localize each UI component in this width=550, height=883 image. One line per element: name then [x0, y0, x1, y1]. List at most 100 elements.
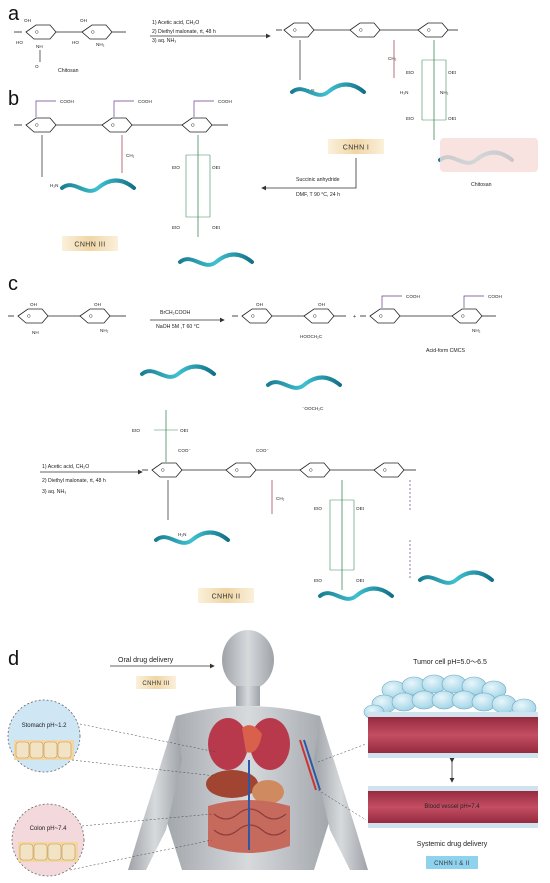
step-c-2: 2) Diethyl malonate, rt, 48 h [42, 478, 106, 484]
svg-text:EtO: EtO [314, 506, 322, 511]
oral-box-label: CNHN III [142, 681, 169, 687]
step-a-1: 1) Acetic acid, CH₂O [152, 20, 199, 26]
svg-text:OEt: OEt [212, 225, 221, 230]
svg-text:+: + [353, 314, 356, 320]
svg-text:EtO: EtO [172, 225, 180, 230]
panel-d-label: d [8, 648, 19, 670]
svg-text:COOH: COOH [218, 99, 232, 104]
conditions-b: DMF, T 90 °C, 24 h [296, 192, 340, 198]
chitosan-chain-c: OH OH NH NH₂ [8, 302, 126, 335]
tumor-label: Tumor cell pH=5.0～6.5 [413, 659, 487, 666]
panel-a-label: a [8, 3, 20, 25]
systemic-label: Systemic drug delivery [417, 841, 488, 848]
reagent-b: Succinic anhydride [296, 177, 340, 183]
svg-text:NH₂: NH₂ [472, 328, 481, 333]
human-body-illustration [128, 630, 368, 870]
conditions-c: NaOH 5M ,T 60 °C [156, 324, 200, 330]
svg-text:HO: HO [72, 40, 79, 45]
svg-text:OEt: OEt [212, 165, 221, 170]
vessel-lower [368, 788, 538, 826]
svg-text:COOH: COOH [406, 294, 420, 299]
svg-text:OEt: OEt [356, 506, 365, 511]
vessel-upper [368, 714, 538, 756]
chitosan-box-label: Chitosan [471, 182, 492, 188]
chitosan-highlight-box [440, 138, 538, 172]
colon-label: Colon pH~7.4 [30, 826, 68, 832]
tumor-vessel-panel: Tumor cell pH=5.0～6.5 Blood vessel pH=7.… [317, 659, 538, 869]
svg-text:EtO: EtO [406, 70, 414, 75]
vessel-label: Blood vessel pH=7.4 [424, 804, 480, 810]
step-a-2: 2) Diethyl malonate, rt, 48 h [152, 29, 216, 35]
svg-text:EtO: EtO [132, 428, 140, 433]
svg-text:EtO: EtO [406, 116, 414, 121]
svg-text:EtO: EtO [314, 578, 322, 583]
svg-text:OEt: OEt [180, 428, 189, 433]
svg-text:H₂N: H₂N [178, 532, 186, 537]
svg-text:H₂N: H₂N [400, 90, 408, 95]
systemic-box [426, 856, 478, 869]
svg-text:OH: OH [24, 18, 31, 23]
cnhn-1-chain-wave [290, 82, 366, 97]
cnhn-2-structure: EtO OEt COO⁻ COO⁻ ⁻OOCH₂C CH₂ EtO OEt Et… [132, 364, 494, 601]
svg-text:NH₂: NH₂ [96, 42, 105, 47]
reaction-arrow-b [261, 158, 357, 191]
panel-b: b COOH COOH COOH CH₂ EtO OEt EtO OEt H₂N [8, 88, 357, 267]
svg-text:OH: OH [30, 302, 37, 307]
svg-text:NH: NH [36, 44, 43, 49]
svg-text:OH: OH [94, 302, 101, 307]
svg-text:HOOCH₂C: HOOCH₂C [300, 334, 323, 339]
svg-text:COO⁻: COO⁻ [178, 448, 191, 453]
svg-text:COOH: COOH [488, 294, 502, 299]
reagent-c: BrCH₂COOH [160, 310, 191, 316]
acid-form-label: Acid-form CMCS [426, 348, 465, 354]
svg-text:NH: NH [32, 330, 39, 335]
colon-inset: Colon pH~7.4 [11, 803, 213, 877]
svg-text:COOH: COOH [138, 99, 152, 104]
oral-label: Oral drug delivery [118, 657, 174, 664]
svg-text:OH: OH [318, 302, 325, 307]
cnhn-3-box [62, 236, 118, 251]
svg-text:O: O [35, 64, 39, 69]
panel-a: a OH OH HO HO NH NH₂ O Chitosan 1) Aceti… [8, 3, 538, 188]
cnhn-3-structure: COOH COOH COOH CH₂ EtO OEt EtO OEt H₂N [14, 99, 232, 237]
panel-b-label: b [8, 88, 19, 110]
svg-text:CH₂: CH₂ [276, 496, 285, 501]
svg-text:NH₂: NH₂ [440, 90, 449, 95]
panel-d: d Oral drug delivery CNHN III [7, 630, 538, 877]
svg-text:OEt: OEt [448, 70, 457, 75]
cnhn-2-label: CNHN II [212, 594, 241, 601]
acid-cmcs-1: OH OH HOOCH₂C [232, 302, 346, 339]
step-c-3: 3) aq. NH₃ [42, 489, 66, 495]
svg-text:OH: OH [256, 302, 263, 307]
oral-box [136, 676, 176, 689]
panel-c: c OH OH NH NH₂ BrCH₂COOH NaOH 5M ,T 60 °… [8, 273, 502, 603]
cnhn-3-chain-wave-2 [178, 252, 254, 267]
svg-text:NH₂: NH₂ [100, 328, 109, 333]
svg-text:EtO: EtO [172, 165, 180, 170]
svg-text:COO⁻: COO⁻ [256, 448, 269, 453]
cnhn-3-label: CNHN III [74, 242, 105, 249]
svg-text:OEt: OEt [356, 578, 365, 583]
chitosan-label: Chitosan [58, 68, 79, 74]
cnhn-3-chain-wave-1 [60, 178, 136, 193]
cnhn-2-box [198, 588, 254, 603]
svg-text:CH₂: CH₂ [388, 56, 397, 61]
step-a-3: 3) aq. NH₃ [152, 38, 176, 44]
svg-text:CH₂: CH₂ [126, 153, 135, 158]
stomach-label: Stomach pH~1.2 [22, 723, 68, 729]
cnhn-1-structure: CH₂ EtO OEt EtO OEt H₂N NH₂ H₂N [276, 22, 458, 140]
acid-cmcs-2: COOH COOH NH₂ [360, 294, 502, 333]
svg-text:H₂N: H₂N [50, 183, 58, 188]
svg-text:COOH: COOH [60, 99, 74, 104]
chitosan-chain: OH OH HO HO NH NH₂ O [14, 18, 126, 69]
svg-text:OEt: OEt [448, 116, 457, 121]
systemic-box-label: CNHN I & II [434, 861, 470, 867]
panel-c-label: c [8, 273, 18, 295]
step-c-1: 1) Acetic acid, CH₂O [42, 464, 89, 470]
svg-text:OH: OH [80, 18, 87, 23]
cnhn-1-box [328, 139, 384, 154]
cnhn-1-label: CNHN I [343, 145, 370, 152]
svg-text:HO: HO [16, 40, 23, 45]
svg-text:⁻OOCH₂C: ⁻OOCH₂C [302, 406, 324, 411]
